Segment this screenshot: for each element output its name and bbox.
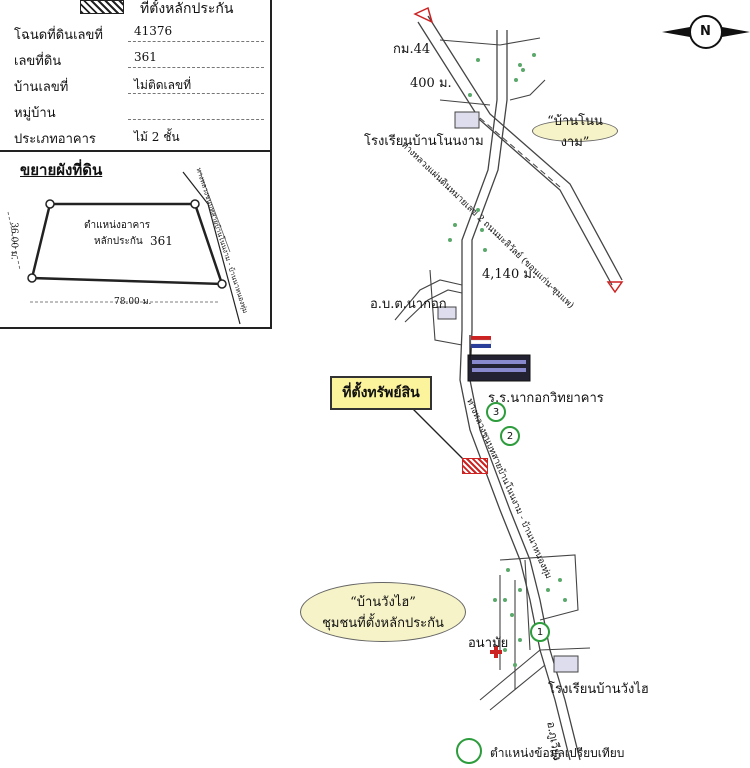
school-nonngam: โรงเรียนบ้านโนนงาม <box>364 134 484 149</box>
info-label: หมู่บ้าน <box>14 106 56 121</box>
comparison-point-2: 2 <box>500 426 520 446</box>
plot-width-label: 78.00 ม. <box>114 297 152 307</box>
building-label-1: ตำแหน่งอาคาร <box>84 220 151 231</box>
info-label: บ้านเลขที่ <box>14 80 69 95</box>
village-nonngam-label: “บ้านโนนงาม” <box>547 114 603 150</box>
abt-nakok: อ.บ.ต.นากอก <box>370 297 447 312</box>
info-label: โฉนดที่ดินเลขที่ <box>14 28 103 43</box>
school-nakok: ร.ร.นากอกวิทยาคาร <box>488 391 604 406</box>
plot-diagram <box>7 171 241 325</box>
property-info-box: ที่ตั้งหลักประกัน โฉนดที่ดินเลขที่ 41376… <box>0 0 272 152</box>
comparison-point-3: 3 <box>486 402 506 422</box>
north-arrow-icon: N <box>700 24 711 39</box>
building-number: 361 <box>150 234 173 248</box>
info-row-village: หมู่บ้าน <box>0 96 268 122</box>
comparison-legend-label: ตำแหน่งข้อมูลเปรียบเทียบ <box>490 746 625 760</box>
info-value: 361 <box>134 50 157 64</box>
collateral-hatch-swatch <box>80 0 124 14</box>
asset-location-marker <box>462 458 488 474</box>
plot-depth-label: 36.00 ม. <box>8 222 19 260</box>
info-value: 41376 <box>134 24 173 38</box>
distance-4140: 4,140 ม. <box>482 267 537 282</box>
legend-label: ที่ตั้งหลักประกัน <box>140 1 234 17</box>
comparison-point-1: 1 <box>530 622 550 642</box>
info-label: ประเภทอาคาร <box>14 132 96 147</box>
info-row-house-no: บ้านเลขที่ ไม่ติดเลขที่ <box>0 70 268 96</box>
village-wanghai-label: “บ้านวังไฮ” <box>350 595 416 610</box>
asset-location-label: ที่ตั้งทรัพย์สิน <box>342 385 420 401</box>
asset-location-box: ที่ตั้งทรัพย์สิน <box>330 376 432 410</box>
plot-plan-box: ขยายผังที่ดิน ตำแหน่งอาคาร หลักประกัน 36… <box>0 152 272 329</box>
village-nonngam-bubble: “บ้านโนนงาม” <box>532 114 618 150</box>
health-station: อนามัย <box>468 636 509 651</box>
km-marker: กม.44 <box>393 42 431 57</box>
school-wanghai: โรงเรียนบ้านวังไฮ <box>548 682 649 697</box>
building-label-2: หลักประกัน <box>94 236 143 247</box>
info-label: เลขที่ดิน <box>14 54 62 69</box>
distance-400: 400 ม. <box>410 76 452 91</box>
info-row-deed: โฉนดที่ดินเลขที่ 41376 <box>0 18 268 44</box>
village-wanghai-sub: ชุมชนที่ตั้งหลักประกัน <box>322 616 444 631</box>
info-value: ไม้ 2 ชั้น <box>134 130 180 144</box>
info-row-land-no: เลขที่ดิน 361 <box>0 44 268 70</box>
info-value: ไม่ติดเลขที่ <box>134 78 192 92</box>
comparison-legend-circle <box>456 738 482 764</box>
village-wanghai-bubble: “บ้านวังไฮ” ชุมชนที่ตั้งหลักประกัน <box>300 582 466 642</box>
rural-road-label: ทางหลวงชนบทสายบ้านโนนงาม - บ้านนาหนองทุ่… <box>464 397 554 581</box>
info-row-building-type: ประเภทอาคาร ไม้ 2 ชั้น <box>0 122 268 148</box>
plot-title: ขยายผังที่ดิน <box>20 161 103 179</box>
